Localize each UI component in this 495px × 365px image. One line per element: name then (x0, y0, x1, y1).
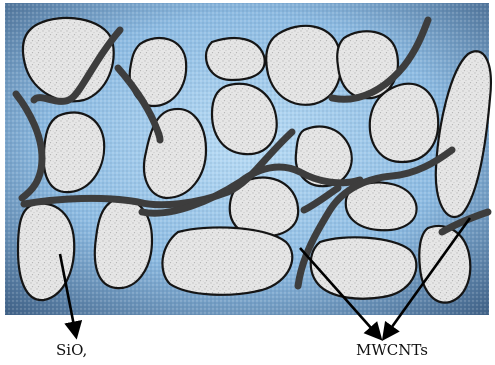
mwcnts-label: MWCNTs (356, 341, 428, 359)
particle (311, 237, 417, 298)
particle (266, 26, 341, 105)
sio2-label: SiO, (56, 341, 87, 359)
particle (337, 31, 398, 98)
particle (206, 38, 265, 80)
particle (419, 226, 470, 303)
particle (162, 227, 292, 294)
particle (370, 84, 438, 162)
